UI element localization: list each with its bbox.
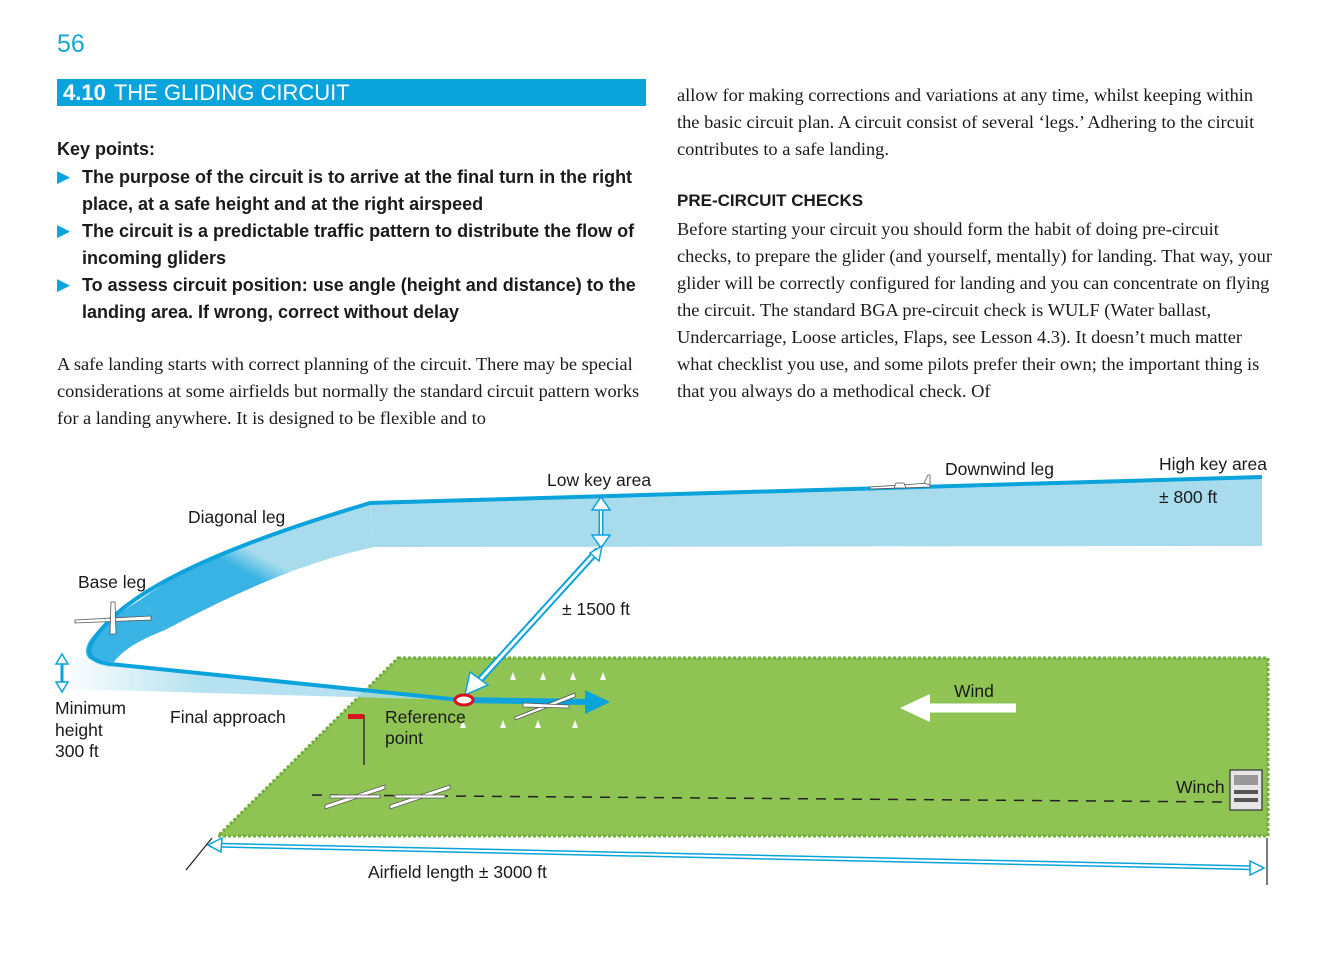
airfield-grass	[214, 656, 1270, 838]
triangle-bullet-icon: ▶	[57, 167, 71, 186]
pre-circuit-heading: PRE-CIRCUIT CHECKS	[677, 191, 864, 210]
label-base-leg: Base leg	[78, 572, 146, 592]
glider-downwind-icon	[869, 474, 931, 490]
downwind-leg-band	[370, 477, 1262, 547]
key-points-list: ▶ The purpose of the circuit is to arrive…	[57, 164, 657, 326]
body-paragraph-right-2: Before starting your circuit you should …	[677, 219, 1272, 401]
label-diagonal-leg: Diagonal leg	[188, 507, 285, 527]
page-number: 56	[57, 30, 85, 58]
reference-point-ring	[453, 693, 475, 707]
triangle-bullet-icon: ▶	[57, 275, 71, 294]
key-point-text: To assess circuit position: use angle (h…	[82, 275, 636, 322]
final-approach-band	[62, 655, 460, 700]
key-point-text: The purpose of the circuit is to arrive …	[82, 167, 633, 214]
label-low-key-height: ± 1500 ft	[562, 599, 630, 619]
glider-landing-icon	[514, 692, 576, 721]
label-reference-point-2: point	[385, 728, 423, 748]
label-downwind-leg: Downwind leg	[945, 459, 1054, 479]
label-minimum-height-1: Minimum	[55, 698, 126, 718]
winch-cable-line	[311, 794, 1231, 803]
key-point: ▶ The circuit is a predictable traffic pa…	[57, 218, 657, 271]
field-edge-left	[185, 837, 213, 871]
key-point: ▶ To assess circuit position: use angle (…	[57, 272, 657, 325]
key-points-title: Key points:	[57, 139, 156, 159]
label-airfield-length: Airfield length ± 3000 ft	[368, 862, 547, 882]
windsock-icon	[348, 714, 364, 719]
wind-arrow-head	[900, 694, 930, 722]
section-heading: 4.10 THE GLIDING CIRCUIT	[57, 79, 646, 106]
glider-parked-icon	[324, 784, 386, 810]
label-high-key-height: ± 800 ft	[1159, 487, 1217, 507]
label-final-approach: Final approach	[170, 707, 286, 727]
key-point: ▶ The purpose of the circuit is to arrive…	[57, 164, 657, 217]
body-paragraph-right-1: allow for making corrections and variati…	[677, 85, 1255, 159]
circuit-flight-path	[87, 475, 1263, 702]
triangle-bullet-icon: ▶	[57, 221, 71, 240]
label-minimum-height-3: 300 ft	[55, 741, 99, 761]
landing-arrow-head	[585, 690, 610, 714]
winch-icon	[1229, 769, 1263, 811]
section-title: THE GLIDING CIRCUIT	[113, 80, 350, 105]
landing-arrow	[459, 697, 591, 705]
section-number: 4.10	[63, 80, 106, 105]
body-paragraph-left: A safe landing starts with correct plann…	[57, 354, 640, 428]
key-point-text: The circuit is a predictable traffic pat…	[82, 221, 635, 268]
glider-parked-icon	[389, 784, 451, 810]
diagonal-leg-band	[140, 503, 375, 630]
label-minimum-height-2: height	[55, 720, 103, 740]
label-wind: Wind	[954, 681, 994, 701]
label-low-key-area: Low key area	[547, 470, 651, 490]
label-reference-point-1: Reference	[385, 707, 466, 727]
label-winch: Winch	[1176, 777, 1225, 797]
glider-base-icon	[74, 601, 152, 635]
label-high-key-area: High key area	[1159, 454, 1267, 474]
landing-area-markers	[460, 672, 606, 728]
